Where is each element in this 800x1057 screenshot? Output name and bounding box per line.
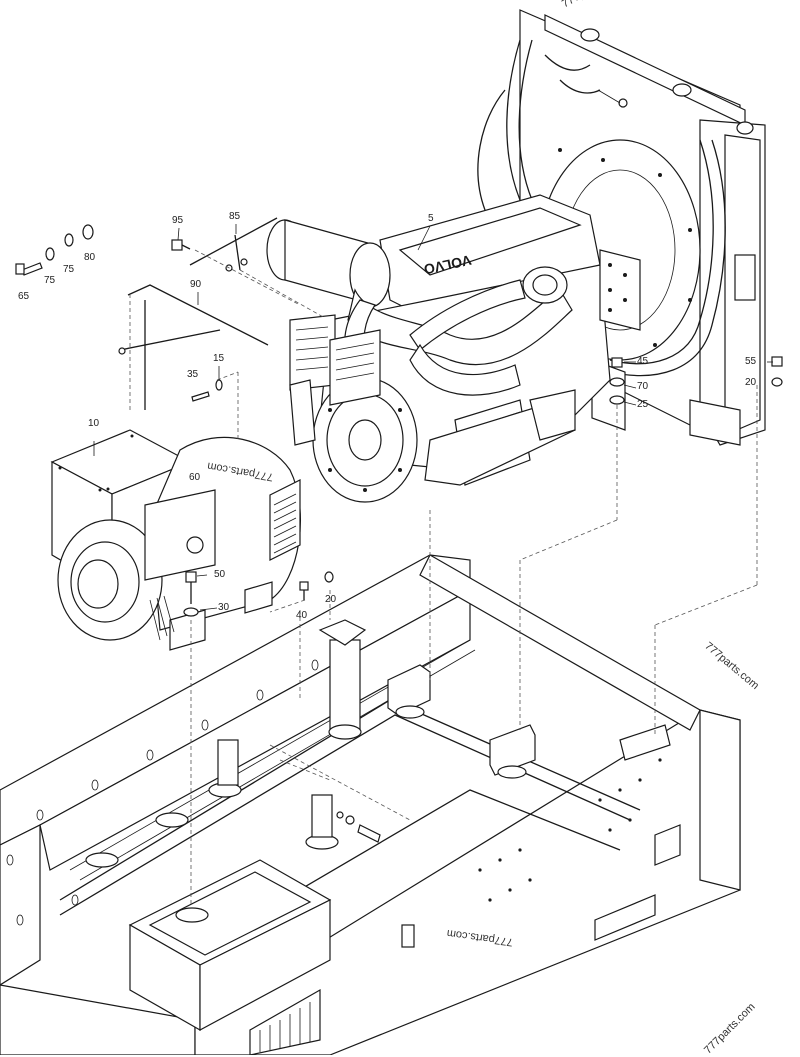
callout-25: 25 [637, 399, 649, 410]
engine-assembly: VOLVO [266, 194, 641, 503]
callout-65: 65 [18, 291, 30, 302]
anti-vibration-mounts [85, 619, 671, 923]
radiator-assembly [477, 9, 766, 446]
callout-20a: 20 [325, 594, 337, 605]
callout-90: 90 [190, 279, 202, 290]
callout-15: 15 [213, 353, 225, 364]
callout-60: 60 [189, 472, 201, 483]
fasteners [15, 217, 783, 617]
callout-75a: 75 [44, 275, 56, 286]
callout-75b: 75 [63, 264, 75, 275]
callout-35: 35 [187, 369, 199, 380]
callout-85: 85 [229, 211, 241, 222]
callout-55: 55 [745, 356, 757, 367]
base-frame [0, 554, 741, 1055]
callout-20b: 20 [745, 377, 757, 388]
callout-5: 5 [428, 213, 434, 224]
alternator-assembly [50, 429, 301, 651]
callout-40: 40 [296, 610, 308, 621]
callout-80: 80 [84, 252, 96, 263]
callout-95: 95 [172, 215, 184, 226]
callout-45: 45 [637, 356, 649, 367]
callout-30: 30 [218, 602, 230, 613]
callout-leaders [93, 224, 773, 611]
alignment-lines [129, 249, 758, 905]
callout-50: 50 [214, 569, 226, 580]
callout-10: 10 [88, 418, 100, 429]
callout-70: 70 [637, 381, 649, 392]
